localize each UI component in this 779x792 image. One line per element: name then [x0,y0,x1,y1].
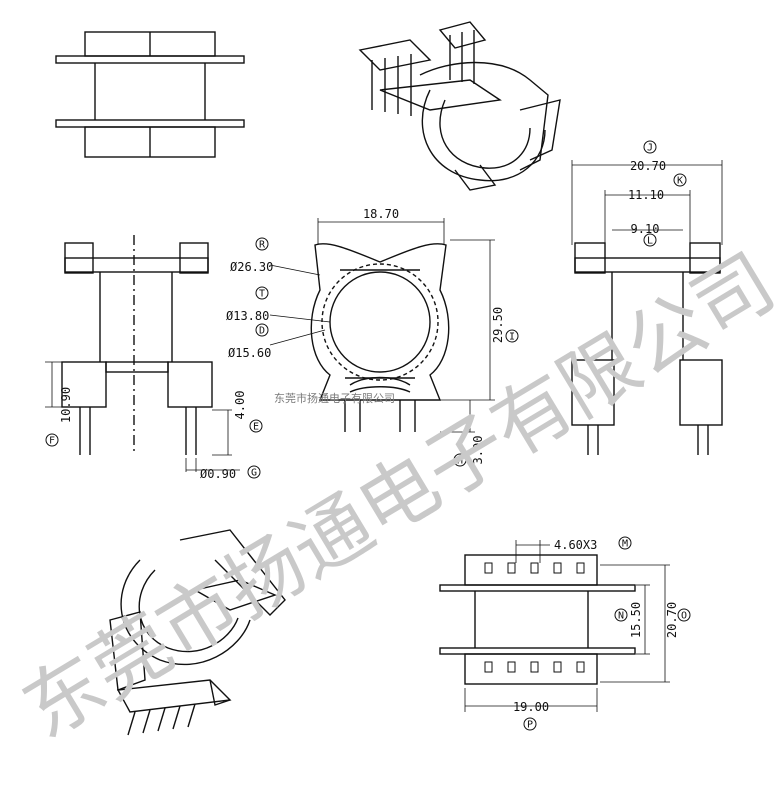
dim-right-width: 20.70 [630,159,666,173]
dim-height: 29.50 [491,307,505,343]
label-H: H [457,456,463,467]
front-view-left [45,235,240,472]
label-G: G [251,468,257,479]
iso-view-bottom [109,529,286,736]
label-T: T [259,289,265,300]
dim-outer-dia: Ø26.30 [230,260,273,274]
label-circles [45,140,691,731]
label-J: J [647,143,653,154]
dim-left-height: 10.90 [59,387,73,423]
label-letters: R T D I H F E G J K L M N O P [49,143,687,731]
dim-right-inner: 9.10 [631,222,660,236]
bottom-view [439,540,670,712]
label-K: K [677,176,683,187]
watermark-big: 东莞市扬通电子有限公司 [8,237,779,756]
label-F: F [49,436,55,447]
dim-top-width: 18.70 [363,207,399,221]
center-view-core [269,218,495,433]
dim-inner-dia-b: Ø15.60 [228,346,271,360]
dimension-texts: 18.70 Ø26.30 Ø13.80 Ø15.60 29.50 3.00 10… [59,159,679,714]
label-I: I [509,332,515,343]
label-M: M [622,539,628,550]
label-N: N [618,611,624,622]
iso-view-top [358,21,561,191]
label-D: D [259,326,265,337]
dim-overall-depth: 20.70 [665,602,679,638]
label-P: P [527,720,533,731]
dim-base-width: 19.00 [513,700,549,714]
label-R: R [259,240,266,251]
dim-pin-drop: 3.00 [471,436,485,465]
dim-row-spacing: 15.50 [629,602,643,638]
side-view-right [571,160,723,455]
side-view-bobbin [55,31,245,158]
dim-pin-dia: Ø0.90 [200,467,236,481]
dim-pin-len: 4.00 [233,391,247,420]
watermark-small: 东莞市扬通电子有限公司 [274,391,395,405]
label-L: L [647,236,653,247]
label-O: O [681,611,687,622]
dim-inner-dia-a: Ø13.80 [226,309,269,323]
dim-right-mid: 11.10 [628,188,664,202]
label-E: E [253,422,259,433]
dim-pitch: 4.60X3 [554,538,597,552]
